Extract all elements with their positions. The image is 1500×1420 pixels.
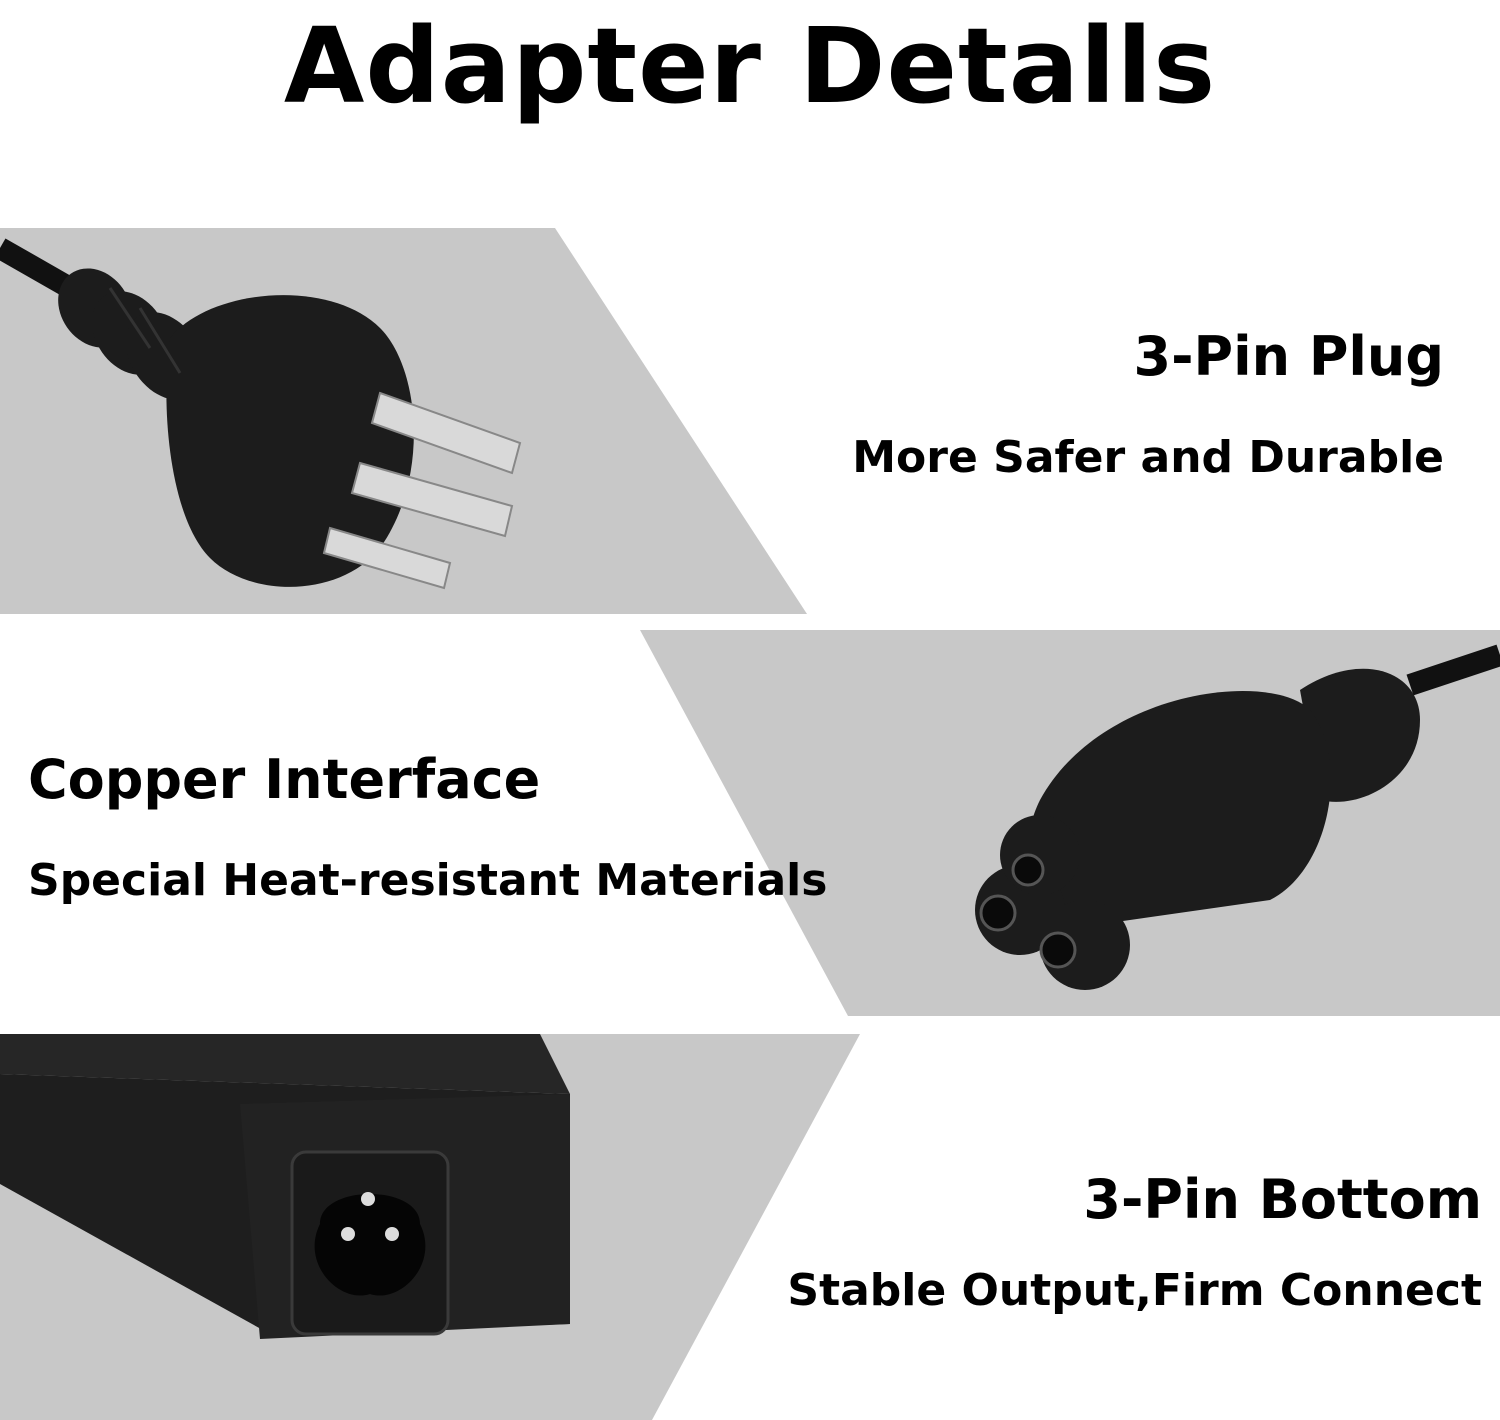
section-3-heading: 3-Pin Bottom [1083,1168,1482,1231]
page-title: Adapter Detalls [283,5,1217,127]
adapter-brick-image [0,1034,570,1339]
section-3-subheading: Stable Output,Firm Connect [787,1265,1482,1316]
section-1-subheading: More Safer and Durable [852,432,1444,483]
section-2-subheading: Special Heat-resistant Materials [28,855,828,906]
c5-connector-image [975,644,1500,990]
section-2-heading: Copper Interface [28,748,541,811]
au-plug-image [0,238,522,590]
section-1-heading: 3-Pin Plug [1133,325,1445,388]
